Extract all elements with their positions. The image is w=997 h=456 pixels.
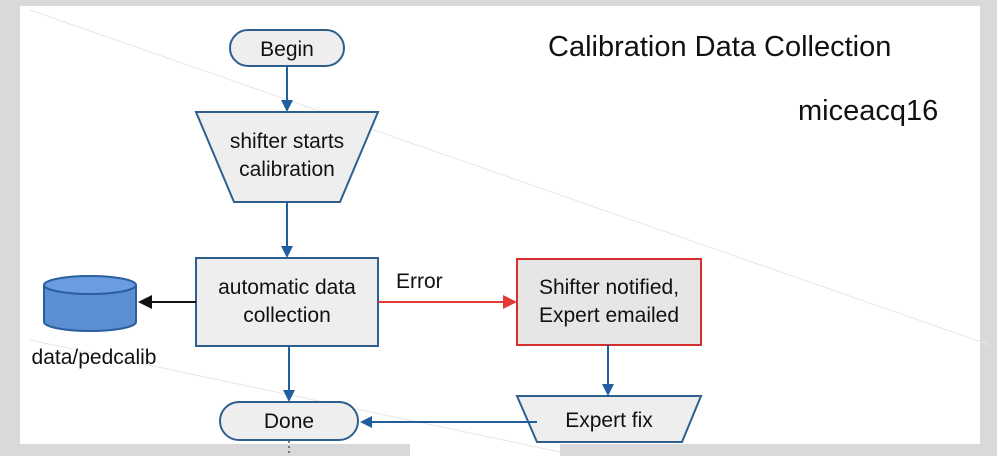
shifter-starts-label-line2: calibration	[239, 157, 335, 181]
notified-label: Shifter notified, Expert emailed	[517, 274, 701, 329]
done-label: Done	[263, 410, 315, 433]
notified-label-line1: Shifter notified,	[538, 276, 680, 299]
notified-label-line2: Expert emailed	[538, 303, 680, 327]
frame-bottom-right	[560, 444, 997, 456]
shifter-starts-label: shifter starts calibration	[196, 128, 378, 183]
auto-collect-label-line1: automatic data	[218, 276, 356, 299]
diagram-title: Calibration Data Collection	[548, 31, 892, 63]
error-edge-label: Error	[396, 270, 443, 293]
expert-fix-label: Expert fix	[565, 409, 653, 432]
auto-collect-label-line2: collection	[243, 303, 331, 327]
frame-bottom-left	[0, 444, 410, 456]
background-diagonal-line	[29, 9, 991, 346]
auto-collect-label: automatic data collection	[196, 274, 378, 329]
diagram-subtitle: miceacq16	[798, 95, 939, 127]
expert-fix-node	[515, 395, 703, 443]
database-icon	[43, 275, 137, 332]
storage-label: data/pedcalib	[31, 346, 157, 369]
background-diagonal-line	[29, 339, 561, 453]
frame-left	[0, 0, 20, 456]
shifter-starts-label-line1: shifter starts	[229, 130, 345, 153]
notified-node	[516, 258, 702, 346]
done-node	[219, 401, 359, 441]
frame-top	[0, 0, 997, 6]
begin-label: Begin	[260, 38, 314, 61]
shifter-starts-node	[194, 111, 380, 203]
frame-right	[980, 0, 997, 456]
